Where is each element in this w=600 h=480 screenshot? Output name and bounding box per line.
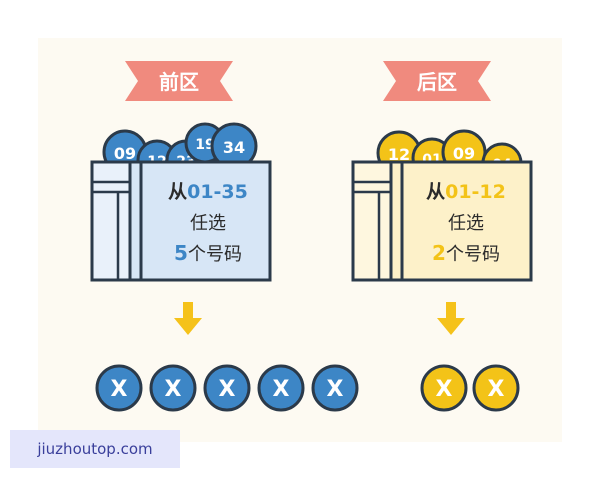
front-pick-ball: X [257,364,305,412]
front-down-arrow-icon [174,302,202,335]
front-pick-ball: X [149,364,197,412]
back-banner-ribbon [383,61,491,101]
watermark: jiuzhoutop.com [10,430,180,468]
back-count-line: 2个号码 [432,241,500,265]
back-pick-ball: X [420,364,468,412]
front-range-prefix: 从 [168,181,187,203]
back-range-prefix: 从 [426,181,445,203]
front-pick-symbol: X [327,377,344,402]
front-pick-symbol: X [111,377,128,402]
front-count-line: 5个号码 [174,241,242,265]
back-ball-number: 12 [388,145,410,164]
back-zone: 后区 12 01 09 04 从01-12 [351,61,533,412]
back-ball-number: 09 [453,144,475,163]
back-down-arrow-icon [437,302,465,335]
back-pick-symbol: X [488,377,505,402]
front-range-value: 01-35 [187,181,248,203]
back-count-suffix: 个号码 [446,244,500,265]
front-ball-number: 19 [195,137,214,153]
front-box-side [90,160,132,282]
front-select-label: 任选 [190,213,226,234]
front-zone: 前区 09 12 23 19 34 [90,61,359,412]
front-count-suffix: 个号码 [188,244,242,265]
front-banner-label: 前区 [159,70,199,94]
back-pick-ball: X [472,364,520,412]
back-banner-label: 后区 [417,70,457,94]
back-range-value: 01-12 [445,181,506,203]
front-pick-symbol: X [273,377,290,402]
back-pick-symbol: X [436,377,453,402]
back-count-value: 2 [432,241,446,265]
front-pick-ball: X [311,364,359,412]
front-pick-symbol: X [219,377,236,402]
front-pick-symbol: X [165,377,182,402]
back-range-line: 从01-12 [426,181,506,203]
front-pick-ball: X [203,364,251,412]
front-ball-number: 34 [223,138,245,157]
back-box-side [351,160,393,282]
front-banner-ribbon [125,61,233,101]
front-range-line: 从01-35 [168,181,248,203]
front-pick-ball: X [95,364,143,412]
front-count-value: 5 [174,241,188,265]
back-select-label: 任选 [448,213,484,234]
front-ball-number: 09 [114,144,136,163]
